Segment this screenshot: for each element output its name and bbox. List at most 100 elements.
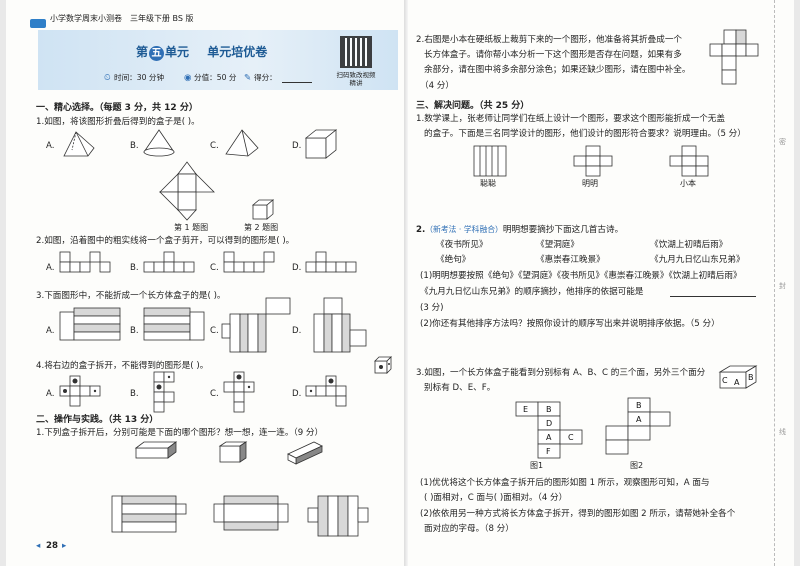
score-info: 分值：50 分 — [194, 73, 237, 82]
q2-option-d[interactable]: D. — [292, 263, 302, 273]
s3-q1-line2: 的盒子。下面是三名同学设计的图形，他们设计的图形符合要求？说明理由。（5 分） — [424, 129, 746, 139]
r-q3-line1: 3.如图，一个长方体盒子能看到分别标有 A、B、C 的三个面，另外三个面分 — [416, 368, 706, 378]
q3-option-c[interactable]: C. — [210, 326, 219, 336]
q2-net-a — [59, 251, 111, 273]
fig2-net: B A — [605, 397, 671, 455]
q2-net-c — [223, 251, 275, 273]
margin-char-xian: 线 — [779, 428, 786, 436]
q1-figure-a-pyramid — [63, 131, 95, 157]
test-title: 单元培优卷 — [207, 45, 268, 59]
q2b-header: 2.（新考法 · 学科融合）明明想要摘抄下面这几首古诗。 — [416, 225, 624, 235]
poem-2: 《望洞庭》 — [536, 240, 579, 250]
fig2-label-b: B — [636, 401, 642, 410]
poem-4: 《绝句》 — [436, 255, 471, 265]
r-q2-line1: 2.右图是小本在硬纸板上裁剪下来的一个图形，他准备将其折叠成一个 — [416, 35, 683, 45]
title-banner: 第五单元 单元培优卷 ⏲ 时间：30 分钟 ◉ 分值：50 分 ✎ 得分： 扫码… — [38, 30, 398, 90]
worksheet-page: 小学数学周末小测卷 三年级下册 BS 版 第五单元 单元培优卷 ⏲ 时间：30 … — [6, 0, 794, 566]
q1-option-d[interactable]: D. — [292, 141, 302, 151]
q1-net-figure — [159, 161, 215, 221]
q2-option-c[interactable]: C. — [210, 263, 219, 273]
page-number: 28 — [46, 541, 58, 551]
poem-1: 《夜书所见》 — [436, 240, 488, 250]
q4-net-d — [305, 375, 347, 407]
binding-margin-line — [774, 0, 775, 566]
s2-box-1 — [134, 441, 178, 459]
q3-option-d[interactable]: D. — [292, 326, 302, 336]
box-label-a: A — [734, 378, 740, 387]
q3-option-a[interactable]: A. — [46, 326, 55, 336]
page-spine — [404, 0, 408, 566]
q3-net-b — [143, 307, 205, 341]
s2-q1-text: 1.下列盒子拆开后，分别可能是下面的哪个图形？想一想，连一连。（9 分） — [36, 428, 324, 438]
score-blank[interactable] — [282, 82, 312, 83]
design-congcong — [473, 145, 507, 177]
q3-net-c — [221, 297, 291, 353]
section-1-title: 一、精心选择。（每题 3 分，共 12 分） — [36, 103, 198, 113]
fig2-label-a: A — [636, 415, 642, 424]
q2b-part1-line1: (1)明明想要按照《绝句》《望洞庭》《夜书所见》《惠崇春江晚景》《饮湖上初晴后雨… — [420, 271, 742, 281]
q4-option-d[interactable]: D. — [292, 389, 302, 399]
s2-net-3 — [307, 495, 369, 537]
design-xiaoben — [669, 145, 709, 177]
q2-caption: 第 2 题图 — [244, 223, 279, 232]
r-q2-line3: 余部分，请在图中将多余部分涂色；如果还缺少图形，请在图中补全。 — [424, 65, 691, 75]
q2-text: 2.如图，沿着图中的粗实线将一个盒子剪开，可以得到的图形是( )。 — [36, 236, 295, 246]
fig1-label-d: D — [546, 419, 552, 428]
pencil-icon: ✎ — [244, 73, 252, 83]
s2-net-2 — [213, 495, 289, 531]
next-page-arrow[interactable]: ▸ — [62, 541, 67, 551]
unit-number: 五 — [149, 46, 165, 61]
r-q3-part2-line2: 面对应的字母。（8 分） — [424, 524, 514, 534]
r-q3-line2: 别标有 D、E、F。 — [424, 383, 496, 393]
r-q3-part1-line2: ( )面相对，C 面与( )面相对。（4 分） — [424, 493, 568, 503]
fig1-label-a: A — [546, 433, 552, 442]
q4-option-c[interactable]: C. — [210, 389, 219, 399]
q2b-part2: (2)你还有其他排序方法吗？按照你设计的顺序写出来并说明排序依据。（5 分） — [420, 319, 720, 329]
my-score-info: 得分： — [254, 73, 277, 82]
q4-net-b — [153, 371, 175, 413]
r-q2-line2: 长方体盒子。请你帮小本分析一下这个图形是否存在问题，如果有多 — [424, 50, 682, 60]
q2b-part1-line2: 《九月九日忆山东兄弟》的顺序摘抄，他排序的依据可能是 — [420, 287, 644, 297]
qr-code[interactable] — [340, 36, 372, 68]
q2-option-b[interactable]: B. — [130, 263, 139, 273]
grade-label: 三年级下册 BS 版 — [130, 14, 194, 23]
q3-net-d — [313, 297, 367, 353]
name-mingming: 明明 — [582, 179, 598, 188]
r-q3-part1-line1: (1)优优将这个长方体盒子拆开后的图形如图 1 所示，观察图形可知，A 面与 — [420, 478, 710, 488]
score-icon: ◉ — [184, 73, 192, 83]
q2-cube-figure — [251, 199, 275, 220]
q4-text: 4.将右边的盒子拆开，不能得到的图形是( )。 — [36, 361, 209, 371]
q1-text: 1.如图，将该图形折叠后得到的盒子是( )。 — [36, 117, 200, 127]
margin-char-feng: 封 — [779, 282, 786, 290]
q1-option-c[interactable]: C. — [210, 141, 219, 151]
poem-3: 《饮湖上初晴后雨》 — [650, 240, 728, 250]
box-label-b: B — [748, 373, 754, 382]
s2-box-2 — [218, 441, 248, 463]
q3-option-b[interactable]: B. — [130, 326, 139, 336]
s2-box-3 — [287, 441, 323, 465]
q4-option-b[interactable]: B. — [130, 389, 139, 399]
section-3-title: 三、解决问题。（共 25 分） — [416, 101, 530, 111]
q4-net-c — [223, 371, 255, 413]
q2b-part1-points: (3 分) — [420, 303, 444, 313]
q2b-answer-blank[interactable] — [670, 296, 756, 297]
q1-option-b[interactable]: B. — [130, 141, 139, 151]
q2-option-a[interactable]: A. — [46, 263, 55, 273]
q3-net-a — [59, 307, 121, 341]
fig1-label-f: F — [546, 447, 551, 456]
q2-net-d — [305, 251, 357, 273]
prev-page-arrow[interactable]: ◂ — [36, 541, 41, 551]
fig2-caption: 图2 — [630, 461, 644, 470]
q1-figure-d-cube — [304, 129, 338, 159]
name-xiaoben: 小本 — [680, 179, 696, 188]
q1-option-a[interactable]: A. — [46, 141, 55, 151]
q4-option-a[interactable]: A. — [46, 389, 55, 399]
q2-net-b — [143, 251, 195, 273]
brand-strip: 小学数学周末小测卷 三年级下册 BS 版 — [30, 13, 330, 28]
unit-title: 第五单元 单元培优卷 — [136, 45, 268, 61]
qr-caption: 扫码致改视频精讲 — [336, 71, 376, 87]
design-mingming — [573, 145, 613, 177]
q3-text: 3.下面图形中，不能折成一个长方体盒子的是( )。 — [36, 291, 226, 301]
new-exam-tag: （新考法 · 学科融合） — [425, 225, 503, 234]
series-name: 小学数学周末小测卷 — [50, 14, 122, 23]
